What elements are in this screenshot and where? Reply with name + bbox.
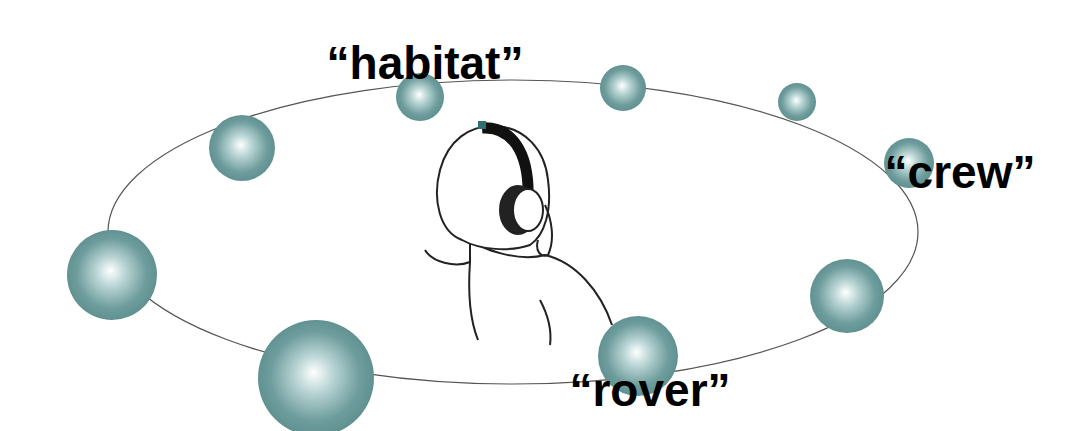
sphere-label: “rover” xyxy=(569,367,730,413)
sphere-group xyxy=(67,65,884,431)
sphere-node: “habitat” xyxy=(396,73,444,121)
listener-figure xyxy=(425,121,612,345)
sphere xyxy=(258,320,374,431)
sphere xyxy=(778,83,816,121)
shoulders xyxy=(425,238,612,325)
sphere-label: “crew” xyxy=(885,149,1036,195)
sphere xyxy=(209,115,275,181)
arm-line xyxy=(540,300,551,345)
headphone-pad xyxy=(513,189,543,231)
sphere-node: “crew” xyxy=(884,138,934,188)
orbit-ellipse xyxy=(108,80,918,384)
sphere xyxy=(810,259,884,333)
sphere-node: “rover” xyxy=(598,316,678,396)
sphere xyxy=(600,65,646,111)
arm-line xyxy=(469,262,478,340)
sphere xyxy=(67,230,157,320)
head xyxy=(437,126,549,249)
headphone-clip xyxy=(478,121,486,129)
sphere-label: “habitat” xyxy=(327,40,524,86)
